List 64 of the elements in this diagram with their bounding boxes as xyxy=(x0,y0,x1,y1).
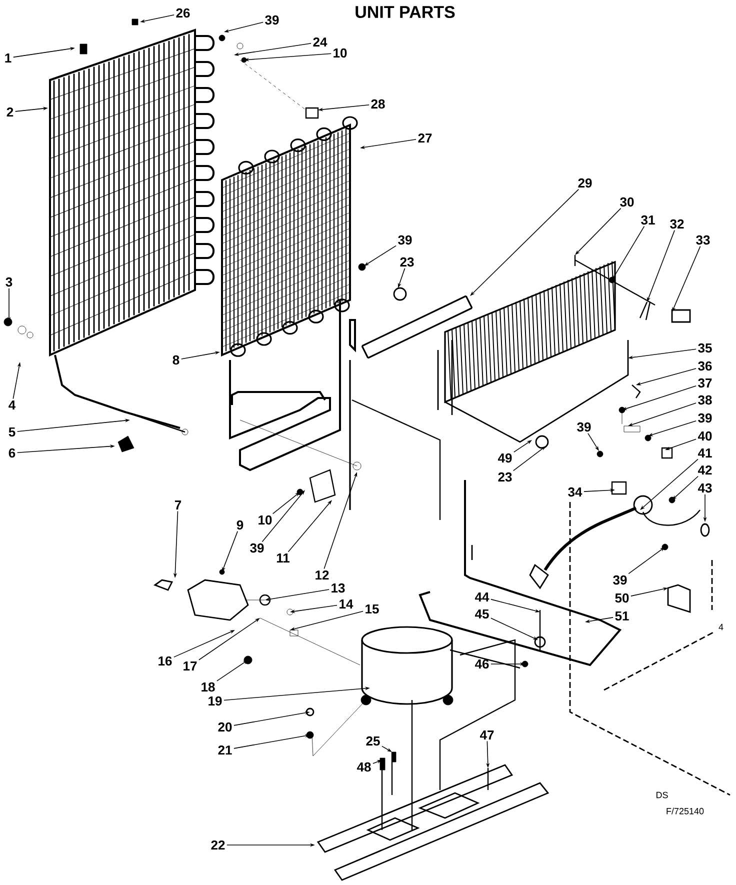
callout-number: 7 xyxy=(174,500,182,510)
callout-number: 40 xyxy=(698,431,712,441)
callout-number: 27 xyxy=(418,133,432,143)
callout-number: 49 xyxy=(498,453,512,463)
callout-number: 50 xyxy=(615,593,629,603)
callout-number: 23 xyxy=(498,472,512,482)
callout-number: 38 xyxy=(698,395,712,405)
leader-line xyxy=(575,208,622,255)
callout-number: 47 xyxy=(480,730,494,740)
title: UNIT PARTS xyxy=(356,6,455,18)
callout-number: 6 xyxy=(8,448,16,458)
callout-number: 39 xyxy=(577,422,591,432)
callout-number: 11 xyxy=(276,554,290,562)
callout-number: 17 xyxy=(184,662,197,670)
callout-number: 48 xyxy=(356,762,371,772)
callout-number: 10 xyxy=(334,48,347,58)
callout-number: 39 xyxy=(398,235,412,245)
callout-number: 12 xyxy=(316,570,329,580)
callout-number: 5 xyxy=(8,427,16,437)
callout-number: 10 xyxy=(258,515,272,525)
callout-number: 34 xyxy=(568,487,582,497)
callout-number: 39 xyxy=(250,543,264,553)
callout-number: 26 xyxy=(176,8,190,18)
callout-number: 45 xyxy=(474,609,489,619)
callout-number: 51 xyxy=(615,611,629,621)
note: F/725140 xyxy=(666,808,704,814)
callout-number: 18 xyxy=(202,682,215,692)
callout-number: 1 xyxy=(5,54,12,62)
callout-number: 2 xyxy=(6,107,14,117)
callout-number: 23 xyxy=(400,257,414,267)
callout-number: 25 xyxy=(366,736,380,746)
callout-number: 24 xyxy=(313,37,328,47)
callout-number: 39 xyxy=(265,15,279,25)
callout-number: 36 xyxy=(698,361,712,371)
callout-number: 39 xyxy=(613,575,627,585)
callout-number: 32 xyxy=(670,219,684,229)
callout-number: 19 xyxy=(208,696,222,706)
callout-number: 42 xyxy=(698,465,712,475)
callout-number: 30 xyxy=(620,197,634,207)
callout-number: 15 xyxy=(366,604,379,614)
callout-number: 13 xyxy=(332,583,345,593)
callout-number: 9 xyxy=(236,520,244,530)
leader-line xyxy=(470,188,579,296)
callout-number: 31 xyxy=(641,215,655,225)
callout-number: 43 xyxy=(698,483,712,493)
callout-number: 33 xyxy=(696,235,710,245)
callout-number: 21 xyxy=(218,745,232,755)
callout-number: 41 xyxy=(698,448,712,458)
callout-number: 29 xyxy=(578,178,592,188)
callout-number: 20 xyxy=(218,722,232,732)
callout-number: 8 xyxy=(172,355,180,365)
note: 4 xyxy=(718,624,724,630)
callout-number: 39 xyxy=(698,413,712,423)
note: DS xyxy=(656,792,668,798)
callout-number: 37 xyxy=(698,378,712,388)
callout-number: 28 xyxy=(371,99,385,109)
callout-number: 22 xyxy=(211,840,225,850)
callout-number: 35 xyxy=(698,343,712,353)
callout-number: 4 xyxy=(8,400,16,410)
callout-number: 14 xyxy=(340,600,354,608)
callout-number: 44 xyxy=(474,592,490,602)
callout-number: 3 xyxy=(6,277,12,287)
callout-number: 46 xyxy=(474,659,489,669)
callout-number: 16 xyxy=(158,656,172,666)
